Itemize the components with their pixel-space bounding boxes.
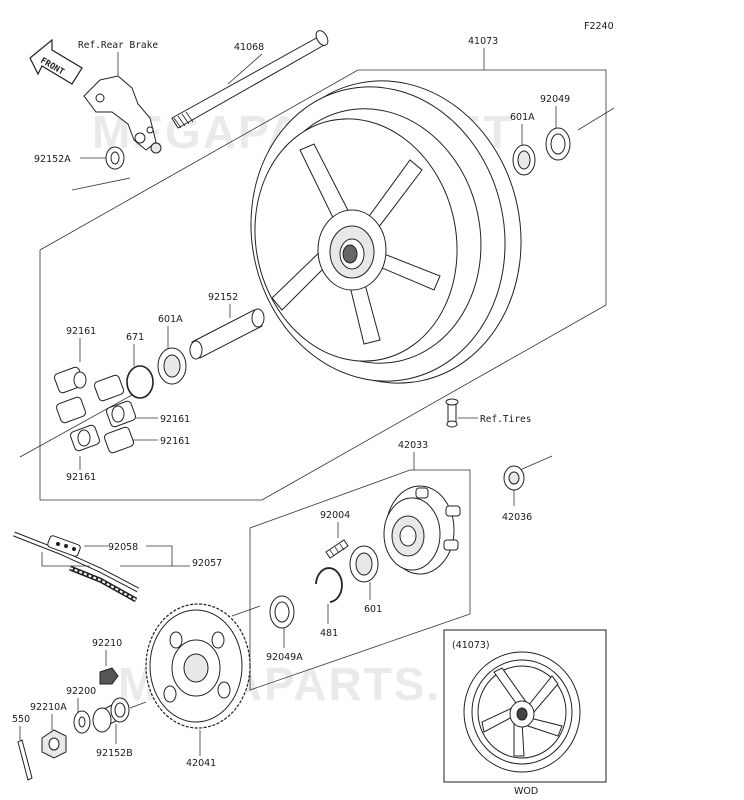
label-41068: 41068	[234, 42, 264, 53]
collar-92152B	[92, 697, 130, 733]
bearing-601	[349, 545, 379, 583]
sprocket-coupling-42033	[383, 485, 461, 575]
label-92210A: 92210A	[30, 702, 67, 713]
label-42041: 42041	[186, 758, 216, 769]
cotter-pin-550	[17, 739, 33, 781]
washer-92200	[73, 710, 91, 734]
label-92152B: 92152B	[96, 748, 133, 759]
label-92161-a: 92161	[66, 326, 96, 337]
collar-92152A	[105, 146, 125, 170]
label-42036: 42036	[502, 512, 532, 523]
collar-92152	[189, 308, 265, 360]
o-ring-671	[126, 365, 154, 399]
figure-code: F2240	[584, 21, 614, 32]
brake-caliper-bracket	[83, 75, 162, 154]
label-601: 601	[364, 604, 382, 615]
sprocket-42041	[145, 603, 251, 729]
label-92152: 92152	[208, 292, 238, 303]
bearing-601A-top	[512, 144, 536, 176]
label-92004: 92004	[320, 510, 350, 521]
label-92057: 92057	[192, 558, 222, 569]
oil-seal-92049A	[269, 595, 295, 629]
master-link-92058	[47, 535, 81, 557]
collar-42036	[503, 465, 525, 491]
label-41073: 41073	[468, 36, 498, 47]
inset-code: WOD	[514, 786, 538, 797]
stud-92004	[325, 539, 349, 559]
label-92200: 92200	[66, 686, 96, 697]
label-671: 671	[126, 332, 144, 343]
rear-axle-41068	[171, 30, 329, 129]
label-92152A: 92152A	[34, 154, 71, 165]
rear-wheel-41073	[250, 80, 522, 384]
circlip-481	[315, 567, 343, 603]
damper-set-92161	[53, 366, 137, 454]
label-92210: 92210	[92, 638, 122, 649]
inset-title: (41073)	[452, 640, 490, 651]
label-92161-c: 92161	[160, 436, 190, 447]
nut-92210	[99, 667, 119, 685]
ref-rear-brake-label: Ref.Rear Brake	[78, 40, 158, 51]
label-92049: 92049	[540, 94, 570, 105]
axle-nut-92210A	[41, 729, 67, 759]
ref-tires-label: Ref.Tires	[480, 414, 531, 425]
label-550: 550	[12, 714, 30, 725]
drive-chain-92057	[13, 531, 140, 603]
label-42033: 42033	[398, 440, 428, 451]
label-92058: 92058	[108, 542, 138, 553]
inset-wheel-variant: (41073) WOD	[443, 629, 607, 797]
label-92161-d: 92161	[66, 472, 96, 483]
label-481: 481	[320, 628, 338, 639]
label-601A-mid: 601A	[158, 314, 183, 325]
front-arrow-icon: FRONT	[29, 38, 83, 85]
oil-seal-92049	[545, 127, 571, 161]
label-92049A: 92049A	[266, 652, 303, 663]
label-601A-top: 601A	[510, 112, 535, 123]
tire-valve	[445, 398, 459, 428]
bearing-601A-mid	[157, 347, 187, 385]
label-92161-b: 92161	[160, 414, 190, 425]
